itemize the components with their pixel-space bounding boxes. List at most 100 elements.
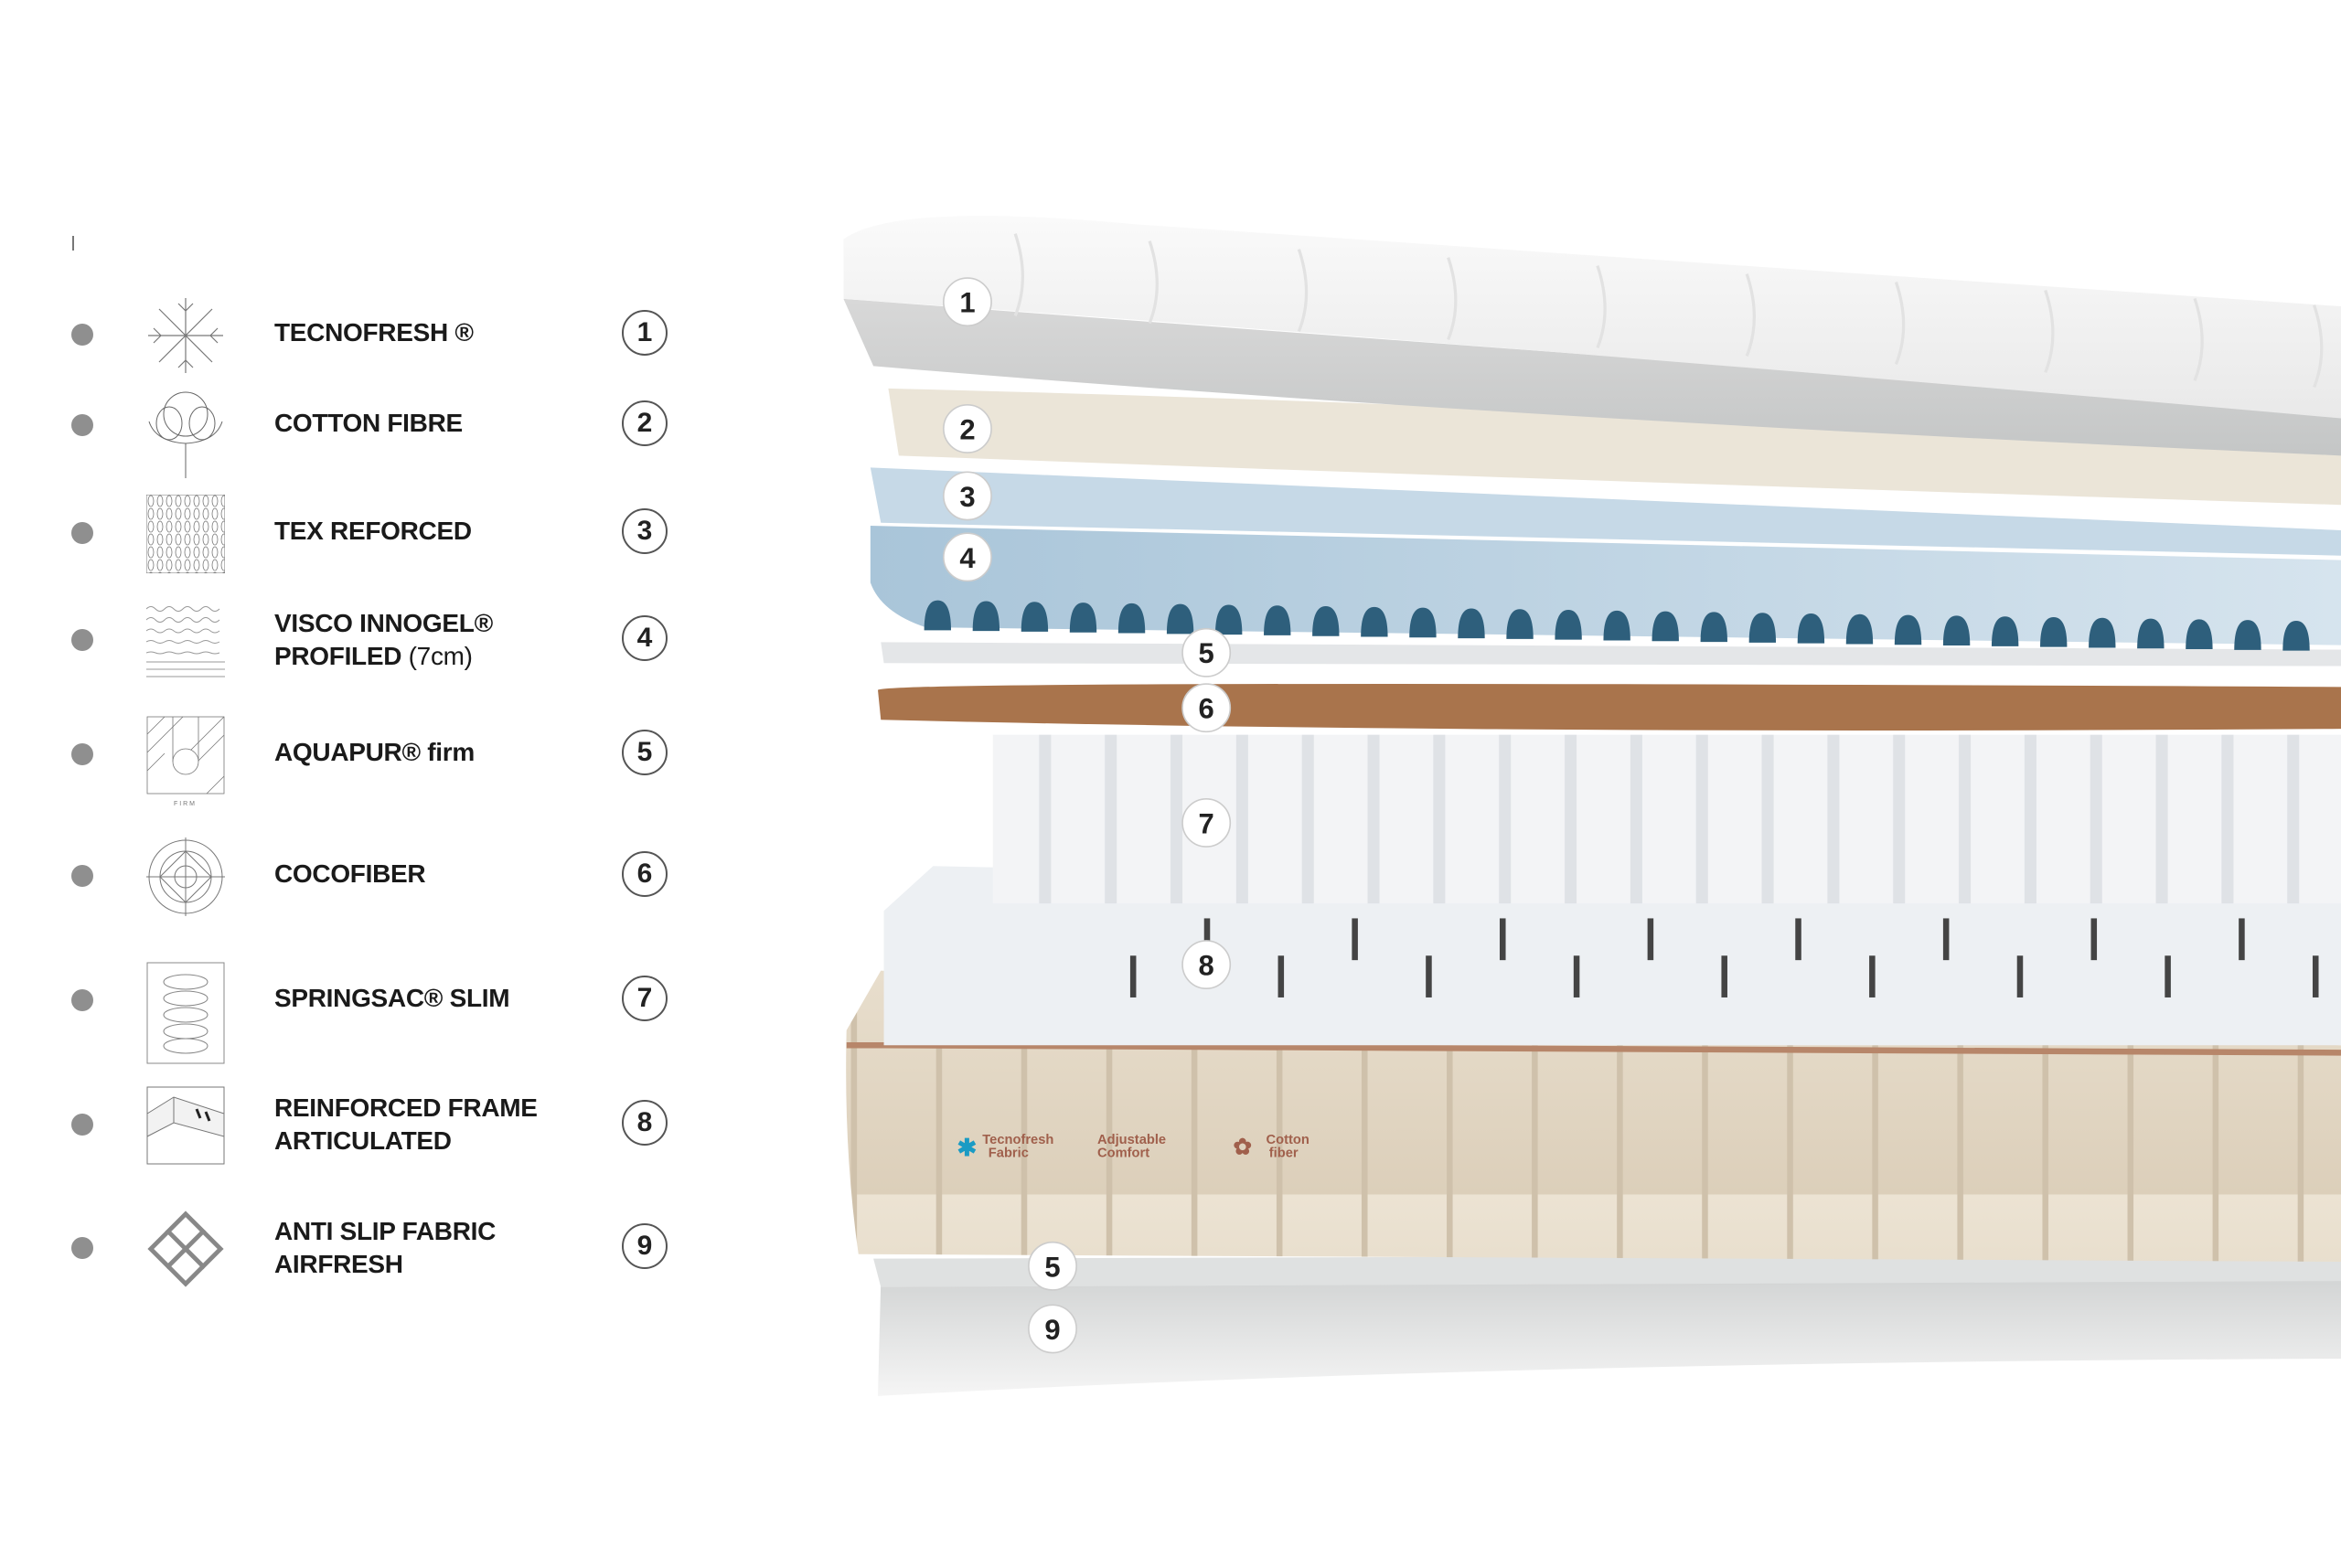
layer-frame (883, 866, 2341, 1046)
profile-bump (1845, 613, 1874, 645)
layer-aquapur (881, 642, 2341, 667)
profile-bump (2137, 618, 2165, 649)
bullet-dot (71, 522, 93, 544)
profile-bump (1748, 613, 1777, 643)
profile-bump (1458, 608, 1485, 639)
snowflake-icon (146, 296, 225, 375)
profile-bump (1652, 611, 1679, 642)
legend-label: TEX REFORCED (274, 517, 472, 545)
frame-tick (2090, 918, 2098, 961)
frame-tick (1500, 918, 1506, 961)
frame-tick (1129, 955, 1137, 997)
profile-bump (1942, 615, 1971, 646)
layer-number-badge: 1 (622, 310, 668, 356)
antislip-icon (146, 1210, 225, 1288)
layer-springs (992, 734, 2341, 904)
profile-bump (1214, 604, 1243, 635)
legend-label: TECNOFRESH ® (274, 318, 474, 347)
profile-bump (1506, 609, 1534, 639)
legend-label: COCOFIBER (274, 859, 426, 888)
svg-text:9: 9 (1044, 1314, 1060, 1346)
bullet-dot (71, 743, 93, 765)
legend-item: VISCO INNOGEL®PROFILED (7cm) 4 (0, 594, 695, 686)
profile-bump (2040, 616, 2068, 647)
spring-icon (146, 962, 225, 1064)
svg-text:5: 5 (1199, 637, 1214, 669)
snowflake-icon: ✱ (957, 1134, 978, 1161)
layer-cocofiber (878, 683, 2341, 731)
svg-text:4: 4 (959, 542, 976, 574)
svg-text:7: 7 (1199, 807, 1214, 839)
bullet-dot (71, 414, 93, 436)
profile-bump (2186, 619, 2213, 650)
layer-marker: 9 (1028, 1304, 1077, 1354)
profile-bump (1166, 603, 1194, 635)
frame-tick (1721, 955, 1727, 997)
layer-marker: 2 (943, 403, 992, 453)
bullet-dot (71, 324, 93, 346)
layer-antislip (878, 1269, 2341, 1396)
frame-tick (2016, 955, 2024, 997)
layer-marker: 4 (943, 532, 992, 582)
layer-marker: 7 (1181, 798, 1232, 848)
frame-tick (1647, 918, 1654, 961)
profile-bump (2282, 620, 2310, 651)
frame-tick (2312, 955, 2319, 997)
profile-bump (2089, 617, 2116, 648)
frame-tick (1352, 918, 1358, 961)
layer-marker: 8 (1181, 940, 1232, 989)
profile-bump (1700, 612, 1727, 643)
layer-marker: 6 (1181, 683, 1232, 733)
frame-tick (1869, 955, 1876, 997)
target-icon (146, 837, 225, 916)
profile-bump (1894, 614, 1922, 645)
legend-item: F I R M AQUAPUR® firm 5 (0, 709, 695, 807)
layer-aquapur-bottom (873, 1253, 2341, 1287)
frame-tick (2239, 918, 2245, 961)
layer-number-badge: 6 (622, 851, 668, 897)
frame-tick (1795, 918, 1801, 961)
legend-label: COTTON FIBRE (274, 409, 463, 437)
profile-bump (1797, 613, 1825, 644)
svg-text:5: 5 (1044, 1251, 1060, 1283)
bullet-dot (71, 989, 93, 1011)
frame-icon (146, 1086, 225, 1165)
layer-number-badge: 3 (622, 508, 668, 554)
layer-marker: 5 (1181, 627, 1232, 677)
profile-bump (1264, 605, 1291, 635)
layer-tecnofresh (843, 216, 2341, 419)
profile-bump (1312, 606, 1340, 636)
bullet-dot (71, 1237, 93, 1259)
profile-bump (1361, 606, 1388, 637)
layer-number-badge: 9 (622, 1223, 668, 1269)
profile-bump (1021, 602, 1049, 632)
layer-tex (870, 467, 2341, 556)
legend-item: TEX REFORCED 3 (0, 487, 695, 579)
foam-firm-icon: F I R M (146, 716, 225, 807)
bullet-dot (71, 1114, 93, 1136)
layer-number-badge: 8 (622, 1100, 668, 1146)
frame-tick (2165, 955, 2171, 997)
profile-bump (1409, 607, 1437, 638)
layer-marker: 5 (1028, 1241, 1077, 1291)
wave-layers-icon (145, 602, 225, 680)
profile-bump (1069, 603, 1097, 633)
tick-mark (72, 236, 74, 251)
layer-cotton (888, 388, 2341, 506)
cotton-icon (146, 387, 225, 478)
profile-bump (924, 600, 951, 631)
layer-tecnofresh-side (843, 298, 2341, 456)
legend-label: VISCO INNOGEL®PROFILED (7cm) (274, 609, 493, 670)
svg-text:8: 8 (1199, 949, 1214, 981)
svg-text:F I R M: F I R M (174, 801, 195, 807)
legend-item: TECNOFRESH ® 1 (0, 289, 695, 380)
layer-number-badge: 2 (622, 400, 668, 446)
layer-number-badge: 7 (622, 976, 668, 1021)
svg-text:Fabric: Fabric (989, 1147, 1029, 1161)
frame-tick (1203, 918, 1211, 961)
svg-text:2: 2 (959, 413, 975, 445)
